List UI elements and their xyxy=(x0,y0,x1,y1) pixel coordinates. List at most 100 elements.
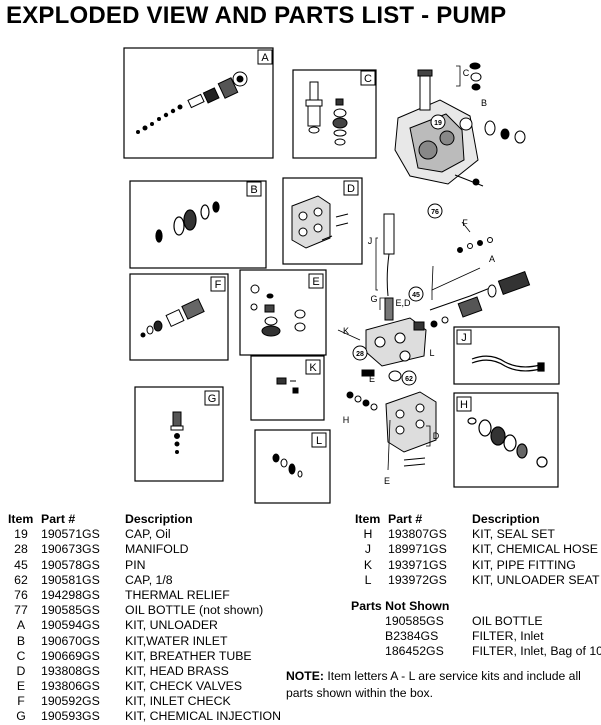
kit-box-j xyxy=(453,326,560,385)
box-label: K xyxy=(309,362,317,374)
side-letter: A xyxy=(489,254,495,264)
side-letter: F xyxy=(462,218,468,228)
part-number-cell: 190585GS xyxy=(41,603,100,618)
box-label: G xyxy=(208,393,217,405)
item-cell: F xyxy=(17,694,25,709)
description-cell: KIT, SEAL SET xyxy=(472,527,555,542)
table-row: F 190592GS KIT, INLET CHECK xyxy=(8,694,288,709)
box-label: D xyxy=(347,183,355,195)
description-cell: FILTER, Inlet, Bag of 10 xyxy=(472,644,601,659)
note-text: Item letters A - L are service kits and … xyxy=(286,669,581,700)
side-letter: K xyxy=(343,326,349,336)
description-cell: KIT,WATER INLET xyxy=(125,633,228,648)
side-letter: J xyxy=(368,236,373,246)
description-cell: PIN xyxy=(125,557,146,572)
description-cell: OIL BOTTLE xyxy=(472,614,543,628)
box-label: B xyxy=(250,184,257,196)
box-label: H xyxy=(460,399,468,411)
item-cell: C xyxy=(16,648,26,663)
part-number-cell: 186452GS xyxy=(385,644,444,659)
part-number-cell: 190593GS xyxy=(41,709,100,724)
exploded-view-diagram: A C B D F E K G L J H xyxy=(123,47,560,504)
box-label: C xyxy=(364,73,372,85)
table-row: K 193971GS KIT, PIPE FITTING xyxy=(355,558,601,573)
box-label: J xyxy=(461,332,467,344)
table-header: Item Part # Description xyxy=(8,512,193,526)
parts-not-shown-title: Parts Not Shown xyxy=(351,599,450,613)
note-label: NOTE: xyxy=(286,669,324,683)
item-cell: 62 xyxy=(14,572,28,587)
part-number-cell: 190592GS xyxy=(41,694,100,709)
table-row: D 193808GS KIT, HEAD BRASS xyxy=(8,664,288,679)
part-number-cell: 193808GS xyxy=(41,663,100,678)
description-cell: MANIFOLD xyxy=(125,542,189,557)
kit-box-e xyxy=(239,269,327,356)
kit-box-l xyxy=(254,429,331,504)
kit-box-d xyxy=(282,177,363,265)
part-number-cell: 190571GS xyxy=(41,527,100,542)
table-header: Item Part # Description xyxy=(355,512,540,526)
description-cell: KIT, HEAD BRASS xyxy=(125,663,229,678)
description-cell: CAP, 1/8 xyxy=(125,572,173,587)
item-cell: B xyxy=(16,633,26,648)
page-title: EXPLODED VIEW AND PARTS LIST - PUMP xyxy=(6,2,507,29)
item-cell: 45 xyxy=(14,557,28,572)
item-cell: 77 xyxy=(14,603,28,618)
box-label: A xyxy=(261,52,269,64)
side-letter: E,D xyxy=(395,298,411,308)
part-number-cell: B2384GS xyxy=(385,629,439,644)
kit-box-f xyxy=(129,273,229,361)
side-letter: E xyxy=(369,374,375,384)
callout: 76 xyxy=(431,209,439,216)
part-number-cell: 190581GS xyxy=(41,572,100,587)
kit-box-b xyxy=(129,180,267,269)
part-number-cell: 193806GS xyxy=(41,679,100,694)
part-number-cell: 190670GS xyxy=(41,633,100,648)
item-cell: H xyxy=(363,527,373,542)
side-letter: G xyxy=(370,294,377,304)
part-number-cell: 193972GS xyxy=(388,572,447,587)
side-letter: H xyxy=(343,415,350,425)
part-number-cell: 190585GS xyxy=(385,614,444,628)
description-cell: KIT, CHEMICAL HOSE xyxy=(472,542,598,557)
item-cell: L xyxy=(364,572,372,587)
item-cell: 19 xyxy=(14,527,28,542)
callout: 19 xyxy=(434,120,442,127)
box-label: F xyxy=(215,279,222,291)
side-letter: C xyxy=(463,68,470,78)
description-cell: OIL BOTTLE (not shown) xyxy=(125,603,264,618)
item-cell: D xyxy=(16,663,26,678)
description-cell: CAP, Oil xyxy=(125,527,171,542)
description-cell: KIT, INLET CHECK xyxy=(125,694,231,709)
table-row: B2384GS FILTER, Inlet xyxy=(355,629,601,644)
description-cell: FILTER, Inlet xyxy=(472,629,544,644)
part-number-cell: 190578GS xyxy=(41,557,100,572)
table-row: 62 190581GS CAP, 1/8 xyxy=(8,573,288,588)
kit-box-c xyxy=(292,69,377,159)
item-cell: 28 xyxy=(14,542,28,557)
box-label: L xyxy=(316,435,322,447)
item-cell: J xyxy=(364,542,372,557)
callout: 45 xyxy=(412,292,420,299)
part-number-cell: 190594GS xyxy=(41,618,100,633)
side-letter: E xyxy=(384,476,390,486)
service-kit-note: NOTE: Item letters A - L are service kit… xyxy=(286,668,598,702)
part-number-cell: 193971GS xyxy=(388,557,447,572)
kit-box-k xyxy=(250,355,325,421)
table-row: 77 190585GS OIL BOTTLE (not shown) xyxy=(8,603,288,618)
item-cell: K xyxy=(363,557,373,572)
side-letter: B xyxy=(481,98,487,108)
box-label: E xyxy=(312,276,319,288)
description-cell: KIT, PIPE FITTING xyxy=(472,557,576,572)
side-letter: D xyxy=(433,431,440,441)
table-row: 186452GS FILTER, Inlet, Bag of 10 xyxy=(355,644,601,659)
description-cell: KIT, CHECK VALVES xyxy=(125,679,243,694)
